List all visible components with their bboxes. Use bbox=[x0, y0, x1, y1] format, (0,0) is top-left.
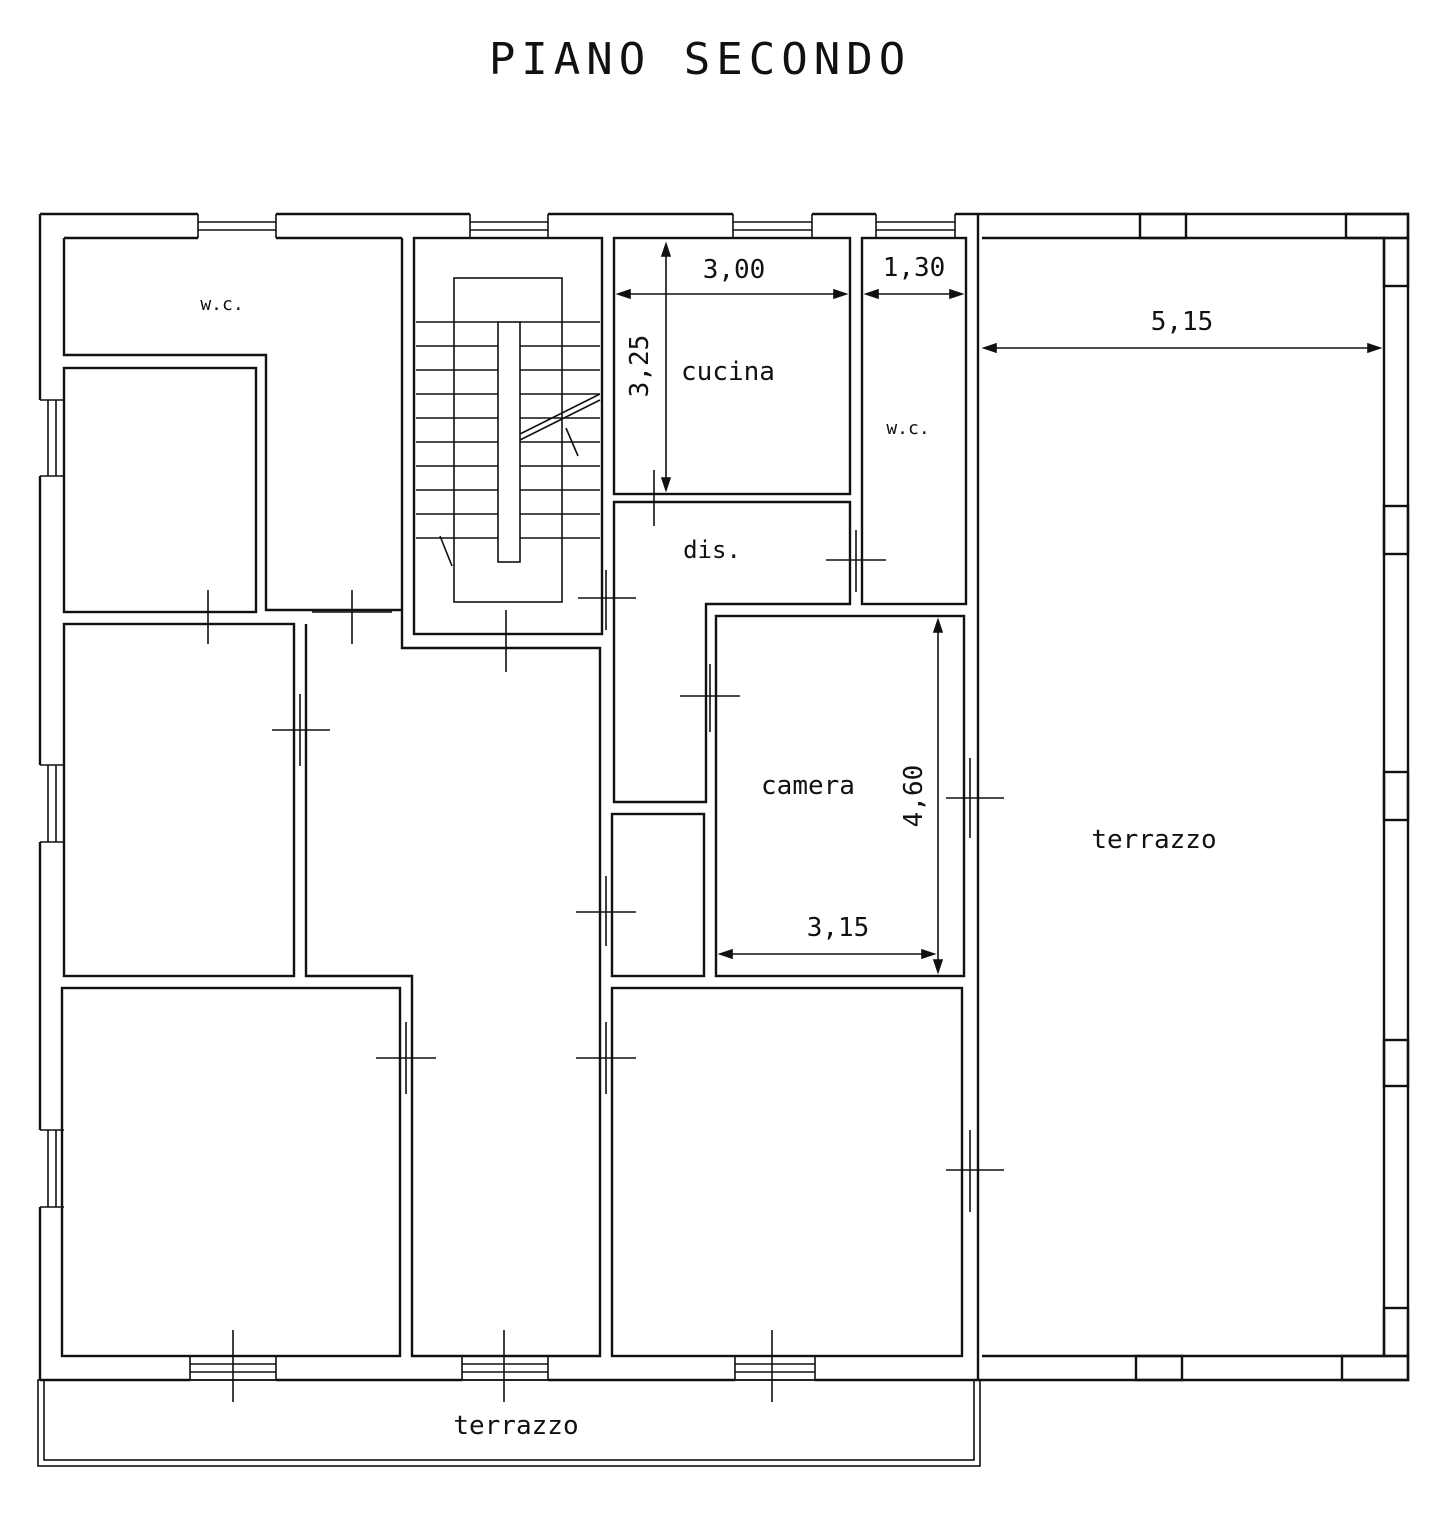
dim-cucina-depth: 3,25 bbox=[625, 335, 655, 398]
room-left-middle bbox=[62, 622, 296, 978]
room-left-top bbox=[62, 366, 258, 614]
dim-cucina-width: 3,00 bbox=[703, 255, 766, 285]
room-closet bbox=[610, 812, 706, 978]
label-cucina: cucina bbox=[681, 357, 775, 387]
room-bottom-right bbox=[610, 986, 964, 1358]
dim-wc-width: 1,30 bbox=[883, 253, 946, 283]
terrace-right bbox=[978, 212, 1410, 1382]
label-terrazzo-right: terrazzo bbox=[1091, 825, 1216, 855]
room-cucina bbox=[612, 236, 852, 496]
stair-steps bbox=[416, 321, 601, 567]
room-wc-right bbox=[860, 236, 968, 606]
dimension-lines bbox=[615, 241, 1383, 975]
room-dis bbox=[612, 500, 852, 804]
room-left-bottom bbox=[60, 986, 402, 1358]
dim-terrazzo-width: 5,15 bbox=[1151, 307, 1214, 337]
label-terrazzo-bottom: terrazzo bbox=[453, 1411, 578, 1441]
stair-outline bbox=[453, 277, 563, 603]
stairwell bbox=[412, 236, 604, 636]
label-dis: dis. bbox=[683, 536, 741, 564]
dim-camera-depth: 4,60 bbox=[899, 765, 929, 828]
label-wc-right: w.c. bbox=[886, 418, 929, 439]
room-camera bbox=[714, 614, 966, 978]
terrace-bottom-inner bbox=[43, 1379, 975, 1461]
interior-walls bbox=[60, 236, 968, 1358]
door-markers bbox=[168, 470, 1004, 1402]
plan-title: PIANO SECONDO bbox=[488, 34, 912, 85]
dim-camera-width: 3,15 bbox=[807, 913, 870, 943]
label-camera: camera bbox=[761, 771, 855, 801]
stair-core bbox=[497, 321, 521, 563]
label-wc-top-left: w.c. bbox=[200, 294, 243, 315]
